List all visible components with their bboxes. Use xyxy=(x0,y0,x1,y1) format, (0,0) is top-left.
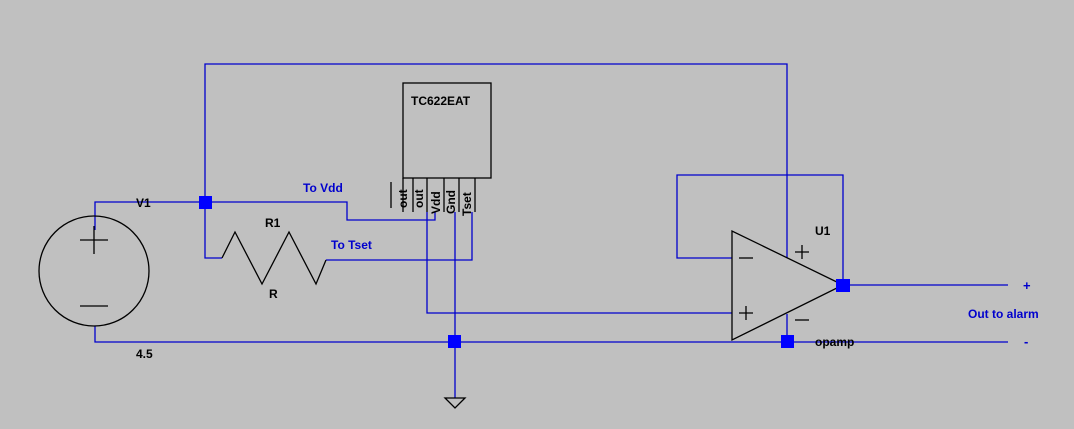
resistor-zigzag xyxy=(221,230,327,286)
junctions xyxy=(199,196,850,348)
opamp-triangle xyxy=(731,229,845,342)
junction-node xyxy=(836,279,850,292)
chip-tc622eat: TC622EAT out out Vdd Gnd Tset xyxy=(390,82,492,216)
u1-model-label: opamp xyxy=(815,335,854,349)
chip-pin-gnd-label: Gnd xyxy=(444,190,458,214)
u1-ref-label: U1 xyxy=(815,224,831,238)
wire-node-resistor xyxy=(204,202,222,259)
wire-follower-fb xyxy=(676,174,844,285)
net-label-to-vdd: To Vdd xyxy=(303,181,343,195)
wires xyxy=(94,63,1008,398)
wire-top-loop xyxy=(204,63,788,258)
resistor-r1: R1 R xyxy=(221,216,327,301)
junction-node xyxy=(781,335,794,348)
net-label-to-tset: To Tset xyxy=(331,238,372,252)
net-label-plus: + xyxy=(1023,278,1031,293)
net-labels: To Vdd To Tset Out to alarm + - xyxy=(303,181,1039,349)
chip-pin-out-bar-label: out xyxy=(396,189,410,208)
wire-to-vdd xyxy=(205,201,436,221)
chip-name-label: TC622EAT xyxy=(411,94,471,108)
wire-v1-bottom xyxy=(94,326,1008,343)
chip-body xyxy=(402,82,492,179)
voltage-source-v1: V1 4.5 xyxy=(38,196,153,361)
chip-pin-out-label: out xyxy=(412,189,426,208)
chip-pin-vdd-label: Vdd xyxy=(429,191,443,214)
wire-out-noninv xyxy=(426,212,732,314)
junction-node xyxy=(199,196,212,209)
noninverting-input-icon xyxy=(739,306,753,320)
net-label-out-to-alarm: Out to alarm xyxy=(968,307,1039,321)
net-label-minus: - xyxy=(1024,334,1028,349)
v1-value-label: 4.5 xyxy=(136,347,153,361)
r1-value-label: R xyxy=(269,287,278,301)
vpos-supply-icon xyxy=(795,245,809,259)
chip-pin-tset-label: Tset xyxy=(460,192,474,216)
v1-ref-label: V1 xyxy=(136,196,151,210)
plus-sign-icon xyxy=(80,226,108,254)
wire-to-tset xyxy=(326,212,473,261)
opamp-u1: U1 opamp xyxy=(731,224,854,349)
wire-v1-top xyxy=(94,201,205,230)
voltage-source-body xyxy=(38,215,150,327)
junction-node xyxy=(448,335,461,348)
r1-ref-label: R1 xyxy=(265,216,281,230)
ground-icon xyxy=(443,397,467,409)
